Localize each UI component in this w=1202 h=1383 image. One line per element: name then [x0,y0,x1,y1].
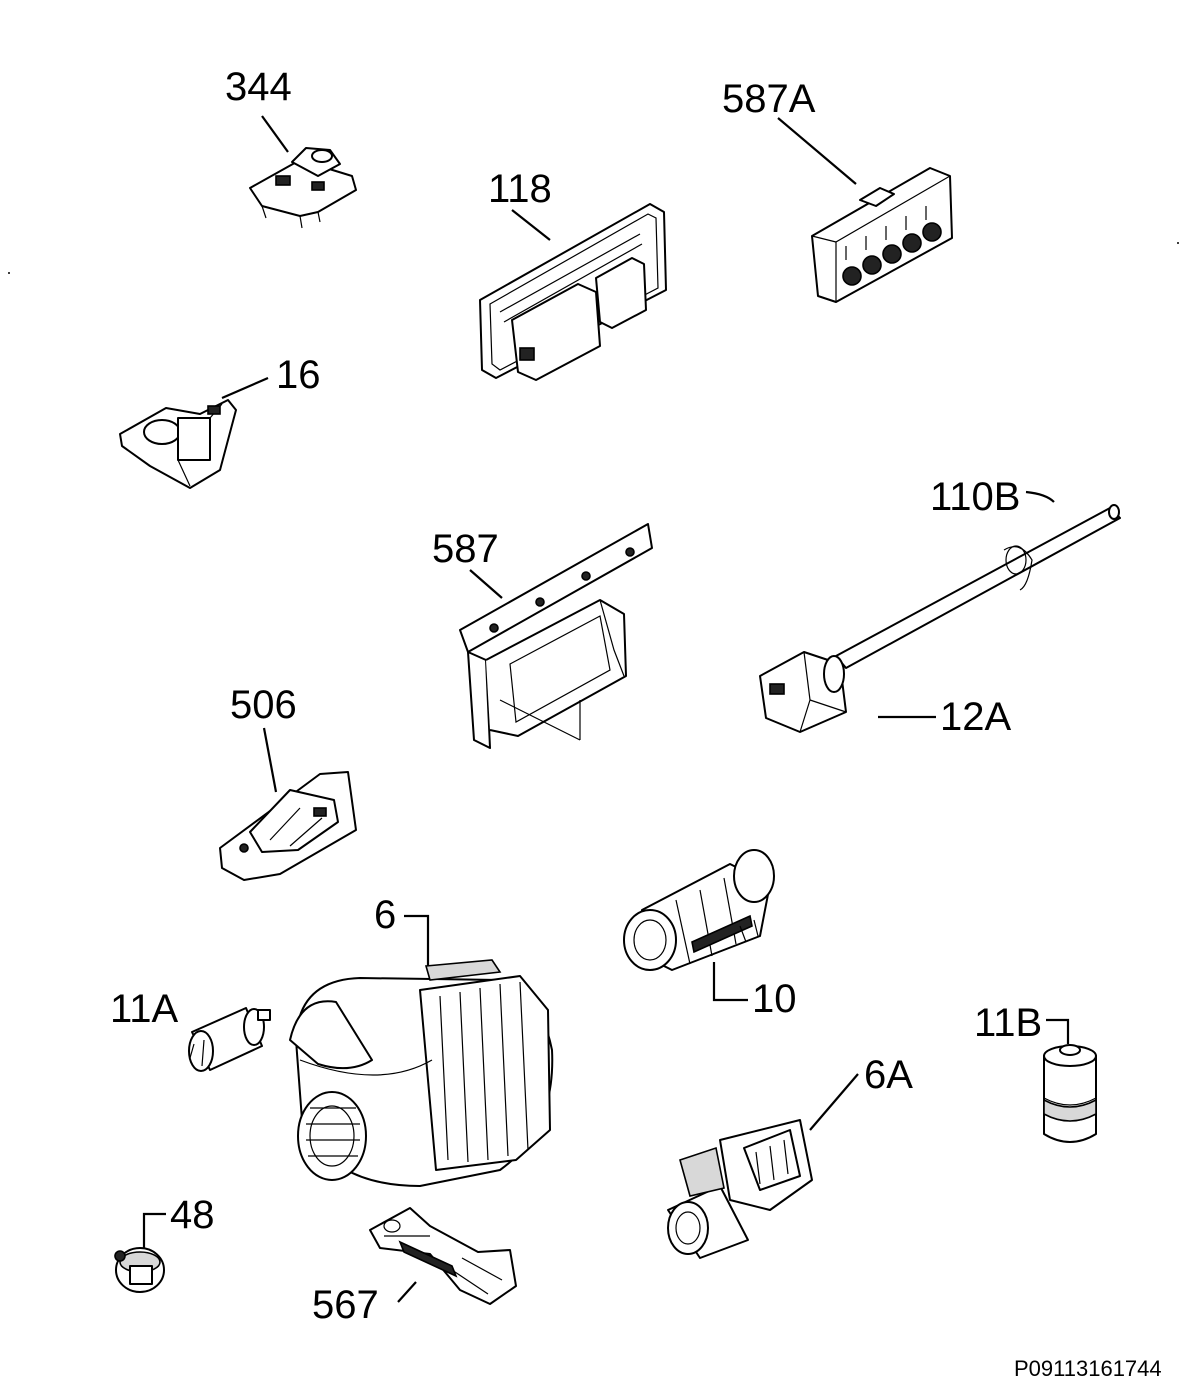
part-48-drawing [114,1247,165,1293]
part-110b-12a-drawing [759,504,1121,733]
label-48: 48 [170,1193,215,1237]
label-118: 118 [488,167,552,211]
label-506: 506 [230,683,297,727]
label-6a: 6A [864,1053,913,1097]
part-344-drawing [249,147,357,229]
leader-587a [777,117,857,185]
part-10-drawing [623,849,775,971]
label-11b: 11B [974,1001,1042,1045]
part-11a-drawing [188,1007,271,1072]
label-6: 6 [374,893,396,937]
leader-567 [397,1281,417,1303]
label-16: 16 [276,353,321,397]
label-12a: 12A [940,695,1011,739]
leader-344 [261,115,289,153]
diagram-code: P09113161744 [1014,1356,1162,1381]
part-587-drawing [459,523,653,749]
leader-16 [221,376,269,400]
label-587a: 587A [722,77,816,121]
scan-speck [1177,242,1179,244]
leader-118 [511,209,551,241]
leader-48 [142,1212,166,1248]
label-110b: 110B [930,475,1020,519]
label-10: 10 [752,977,797,1021]
part-11b-drawing [1043,1044,1097,1143]
label-587: 587 [432,527,499,571]
leader-6a [809,1073,859,1131]
label-11a: 11A [110,987,179,1031]
label-567: 567 [312,1283,379,1327]
part-587a-drawing [811,167,953,303]
leader-10 [712,962,748,1002]
leader-587 [469,569,503,599]
leader-506 [262,727,278,793]
part-118-drawing [479,203,667,381]
part-6-drawing [289,959,554,1187]
leader-6 [404,914,430,966]
leader-11b [1046,1018,1070,1044]
part-567-drawing [369,1207,517,1305]
scan-speck [8,272,10,274]
part-6a-drawing [667,1119,813,1259]
part-506-drawing [219,771,357,881]
part-16-drawing [119,399,237,489]
leader-110b [1025,490,1055,503]
label-344: 344 [225,65,292,109]
